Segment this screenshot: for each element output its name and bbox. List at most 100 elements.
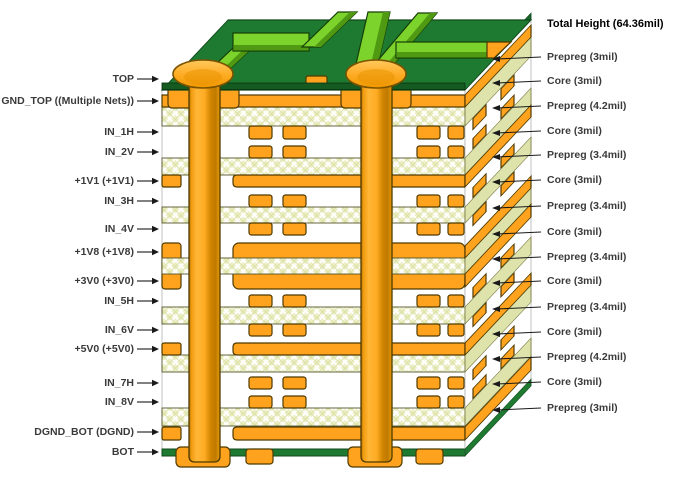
dielectric-label-3-core-3mil: Core (3mil) — [547, 125, 602, 137]
copper-plane-band — [232, 342, 466, 356]
dielectric-label-9-core-3mil: Core (3mil) — [547, 275, 602, 287]
dielectric-label-10-prepreg-3-4mil: Prepreg (3.4mil) — [547, 301, 627, 313]
dielectric-label-1-core-3mil: Core (3mil) — [547, 75, 602, 87]
leader-arrowhead-left — [152, 277, 159, 285]
layer-label-in-2v: IN_2V — [104, 146, 134, 158]
trace-cross-section — [282, 323, 307, 337]
trace-cross-section — [416, 376, 441, 390]
trace-cross-section — [447, 125, 465, 140]
dielectric-label-2-prepreg-4-2mil: Prepreg (4.2mil) — [547, 100, 627, 112]
layer-label-in-1h: IN_1H — [104, 126, 134, 138]
side-copper-stripe — [464, 202, 532, 289]
trace-cross-section — [416, 323, 441, 337]
side-trace-pad — [500, 343, 515, 371]
leader-arrowhead-left — [152, 297, 159, 305]
side-copper-stripe — [464, 174, 532, 260]
leader-arrow-right — [496, 306, 542, 310]
leader-arrowhead-left — [152, 448, 159, 456]
leader-arrowhead-right — [492, 56, 500, 62]
layer-label-in-5h: IN_5H — [104, 295, 134, 307]
leader-arrow-right — [496, 356, 542, 360]
leader-arrow-right — [496, 130, 542, 134]
copper-plane-pad — [161, 174, 182, 188]
leader-arrowhead-right — [492, 154, 500, 160]
layer-label-in-6v: IN_6V — [104, 324, 134, 336]
side-trace-pad — [472, 354, 487, 381]
side-trace-pad — [500, 73, 515, 102]
trace-cross-section — [248, 125, 273, 140]
trace-cross-section — [447, 395, 465, 409]
copper-plane-pad — [161, 426, 182, 441]
dielectric-label-4-prepreg-3-4mil: Prepreg (3.4mil) — [547, 149, 627, 161]
via-barrels — [172, 59, 407, 463]
dielectric-label-12-prepreg-4-2mil: Prepreg (4.2mil) — [547, 351, 627, 363]
leader-arrowhead-left — [152, 177, 159, 185]
trace-cross-section — [416, 125, 441, 140]
trace-cross-section — [248, 222, 273, 236]
side-trace-pad — [500, 271, 515, 299]
leader-arrow-right — [496, 231, 542, 235]
dielectric-label-11-core-3mil: Core (3mil) — [547, 326, 602, 338]
leader-arrow-right — [496, 179, 542, 183]
side-trace-pad — [472, 200, 487, 227]
side-trace-pad — [500, 170, 515, 198]
trace-cross-section — [416, 194, 441, 208]
layer-label-in-4v: IN_4V — [104, 223, 134, 235]
top-edge-pad — [486, 41, 513, 59]
trace-cross-section — [447, 294, 465, 308]
side-trace-pad — [500, 142, 515, 170]
side-trace-pad — [472, 123, 487, 150]
trace-cross-section — [416, 294, 441, 308]
trace-cross-section — [282, 194, 307, 208]
leader-arrowhead-left — [152, 379, 159, 387]
top-layer-front-bevel — [161, 82, 466, 90]
trace-cross-section — [282, 395, 307, 409]
bottom-smd-pad — [415, 448, 444, 465]
layer-label-dgnd-bot-dgnd: DGND_BOT (DGND) — [34, 426, 134, 438]
dielectric-label-7-core-3mil: Core (3mil) — [547, 226, 602, 238]
leader-arrowhead-right — [492, 306, 500, 312]
via-2-hole — [357, 69, 395, 85]
leader-arrowhead-left — [152, 248, 159, 256]
leader-arrowhead-left — [152, 97, 159, 105]
via-1-hole — [184, 69, 222, 85]
trace-cross-section — [282, 222, 307, 236]
leader-arrow-right — [496, 80, 542, 84]
leader-arrowhead-right — [492, 179, 500, 185]
trace-cross-section — [248, 323, 273, 337]
trace-cross-section — [447, 194, 465, 208]
layer-label-in-3h: IN_3H — [104, 195, 134, 207]
trace-cross-section — [416, 222, 441, 236]
copper-plane-band — [232, 174, 466, 188]
trace-cross-section — [282, 145, 307, 159]
trace-cross-section — [248, 395, 273, 409]
leader-arrowhead-right — [492, 231, 500, 237]
side-trace-pad — [472, 103, 487, 131]
side-trace-pad — [472, 373, 487, 400]
trace-cross-section — [282, 125, 307, 140]
layer-label-1v8-1v8: +1V8 (+1V8) — [74, 246, 134, 258]
leader-arrowhead-right — [492, 130, 500, 136]
side-trace-pad — [500, 242, 515, 270]
trace-cross-section — [447, 323, 465, 337]
top-trace-bevel — [234, 45, 308, 51]
leader-arrowhead-right — [492, 205, 500, 211]
layer-label-1v1-1v1: +1V1 (+1V1) — [74, 175, 134, 187]
trace-cross-section — [416, 395, 441, 409]
dielectric-label-14-prepreg-3mil: Prepreg (3mil) — [547, 402, 618, 414]
bottom-smd-pad — [245, 448, 274, 465]
trace-cross-section — [248, 294, 273, 308]
leader-arrowhead-right — [492, 280, 500, 286]
leader-arrowhead-left — [152, 197, 159, 205]
trace-cross-section — [282, 376, 307, 390]
leader-arrowhead-left — [152, 128, 159, 136]
leader-arrowhead-left — [152, 428, 159, 436]
layer-label-bot: BOT — [111, 446, 134, 458]
trace-cross-section — [282, 294, 307, 308]
side-trace-pad — [472, 272, 487, 299]
copper-plane-band — [232, 426, 466, 441]
top-trace-bevel — [397, 52, 487, 58]
leader-arrow-right — [496, 56, 542, 60]
